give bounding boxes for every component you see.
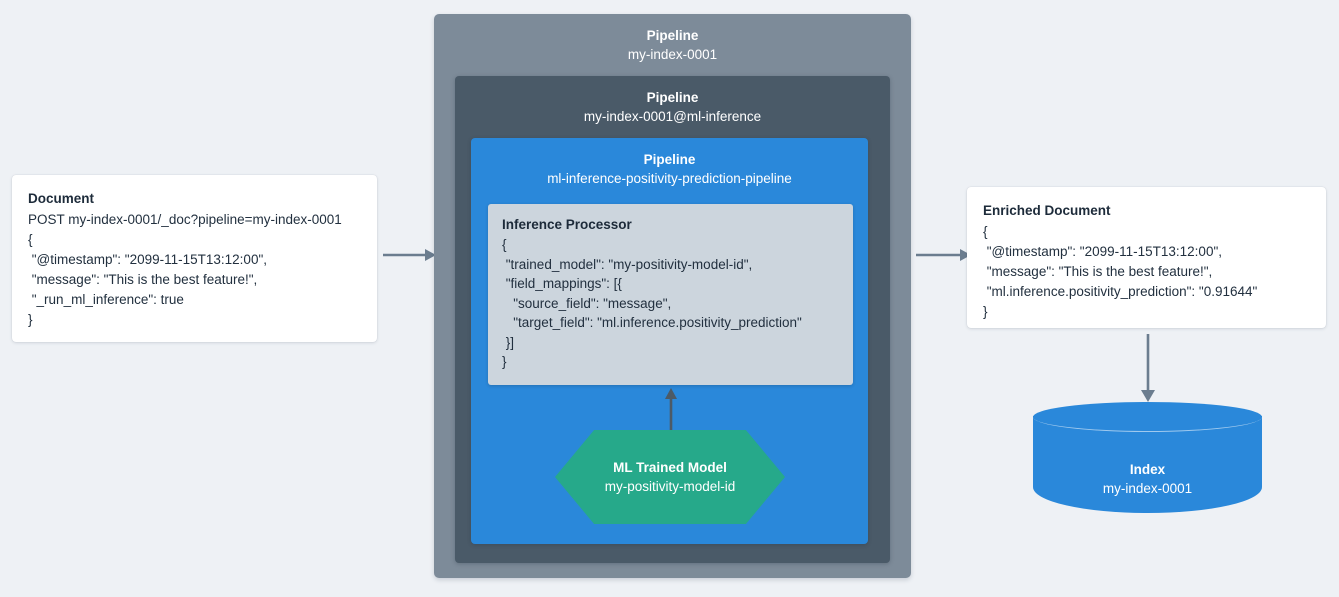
pipeline-outer-header: Pipeline my-index-0001 bbox=[434, 14, 911, 65]
pipeline-mid-header: Pipeline my-index-0001@ml-inference bbox=[455, 76, 890, 127]
pipeline-mid-name: my-index-0001@ml-inference bbox=[583, 109, 762, 124]
document-card-title: Document bbox=[28, 191, 95, 206]
inference-processor-line-3: "source_field": "message", bbox=[502, 295, 672, 311]
pipeline-outer-name: my-index-0001 bbox=[627, 47, 718, 62]
arrow-model-to-processor-icon bbox=[665, 388, 677, 430]
arrow-enriched-document-to-index-icon bbox=[1141, 334, 1155, 402]
index-cylinder-top-ellipse bbox=[1033, 402, 1262, 432]
inference-processor-line-1: "trained_model": "my-positivity-model-id… bbox=[502, 256, 753, 272]
inference-processor-title: Inference Processor bbox=[502, 217, 632, 232]
pipeline-inner-label: Pipeline bbox=[643, 152, 696, 167]
pipeline-outer-label: Pipeline bbox=[646, 28, 699, 43]
enriched-document-card: Enriched Document { "@timestamp": "2099-… bbox=[967, 187, 1326, 328]
arrow-document-to-pipeline-icon bbox=[383, 249, 436, 261]
document-card: Document POST my-index-0001/_doc?pipelin… bbox=[12, 175, 377, 342]
enriched-document-card-line-3: "ml.inference.positivity_prediction": "0… bbox=[983, 284, 1258, 299]
arrow-pipeline-to-enriched-document-icon bbox=[916, 249, 971, 261]
index-cylinder-text: Index my-index-0001 bbox=[1033, 460, 1262, 499]
document-card-line-4: "_run_ml_inference": true bbox=[28, 292, 184, 307]
inference-processor-line-4: "target_field": "ml.inference.positivity… bbox=[502, 315, 802, 330]
index-cylinder: Index my-index-0001 bbox=[1033, 402, 1262, 527]
index-cylinder-body bbox=[1033, 416, 1262, 513]
document-card-line-0: POST my-index-0001/_doc?pipeline=my-inde… bbox=[28, 212, 342, 227]
index-name: my-index-0001 bbox=[1102, 481, 1193, 496]
ml-trained-model-hexagon: ML Trained Model my-positivity-model-id bbox=[555, 430, 785, 524]
enriched-document-card-line-2: "message": "This is the best feature!", bbox=[983, 264, 1213, 279]
inference-processor-line-2: "field_mappings": [{ bbox=[502, 276, 622, 291]
document-card-line-3: "message": "This is the best feature!", bbox=[28, 272, 258, 287]
enriched-document-card-title: Enriched Document bbox=[983, 203, 1111, 218]
pipeline-inner-header: Pipeline ml-inference-positivity-predict… bbox=[471, 138, 868, 189]
inference-processor-line-6: } bbox=[502, 354, 507, 369]
pipeline-inner-name: ml-inference-positivity-prediction-pipel… bbox=[547, 171, 792, 186]
inference-processor-box: Inference Processor { "trained_model": "… bbox=[488, 204, 853, 385]
inference-processor-line-5: }] bbox=[502, 334, 515, 350]
enriched-document-card-line-4: } bbox=[983, 304, 988, 319]
pipeline-mid-label: Pipeline bbox=[646, 90, 699, 105]
enriched-document-card-line-1: "@timestamp": "2099-11-15T13:12:00", bbox=[983, 244, 1222, 259]
enriched-document-card-line-0: { bbox=[983, 224, 988, 239]
ml-trained-model-name: my-positivity-model-id bbox=[604, 478, 736, 494]
document-card-line-5: } bbox=[28, 312, 33, 327]
inference-processor-line-0: { bbox=[502, 237, 507, 252]
ml-trained-model-node: ML Trained Model my-positivity-model-id bbox=[555, 430, 785, 524]
ml-trained-model-label: ML Trained Model bbox=[613, 459, 727, 475]
document-card-line-2: "@timestamp": "2099-11-15T13:12:00", bbox=[28, 252, 267, 267]
index-label: Index bbox=[1129, 462, 1166, 477]
document-card-line-1: { bbox=[28, 232, 33, 247]
